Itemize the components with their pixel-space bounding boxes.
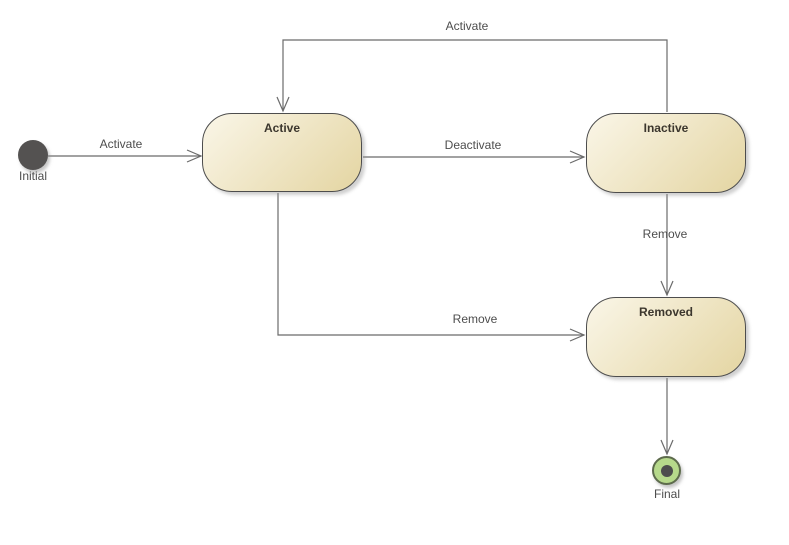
transition-active-to-removed[interactable] (277, 193, 586, 342)
transition-removed-to-final[interactable] (660, 378, 674, 456)
transition-inactive-to-active[interactable] (276, 39, 668, 113)
transition-initial-to-active[interactable] (48, 149, 203, 163)
state-node-active[interactable]: Active (202, 113, 362, 192)
state-node-removed[interactable]: Removed (586, 297, 746, 377)
final-pseudostate-node[interactable] (652, 456, 681, 485)
transition-label-active-to-removed: Remove (452, 312, 498, 326)
transition-label-initial-to-active: Activate (99, 137, 143, 151)
state-label-inactive: Inactive (643, 121, 689, 135)
state-node-inactive[interactable]: Inactive (586, 113, 746, 193)
transition-label-inactive-to-removed: Remove (642, 227, 688, 241)
transition-label-active-to-inactive: Deactivate (444, 138, 502, 152)
initial-pseudostate-label: Initial (18, 169, 48, 183)
transition-label-inactive-to-active: Activate (445, 19, 489, 33)
final-pseudostate-inner-dot (660, 464, 673, 477)
transition-inactive-to-removed[interactable] (660, 194, 674, 297)
state-label-active: Active (263, 121, 301, 135)
initial-pseudostate-node[interactable] (18, 140, 48, 170)
transition-active-to-inactive[interactable] (363, 150, 586, 164)
state-label-removed: Removed (638, 305, 694, 319)
final-pseudostate-label: Final (653, 487, 681, 501)
